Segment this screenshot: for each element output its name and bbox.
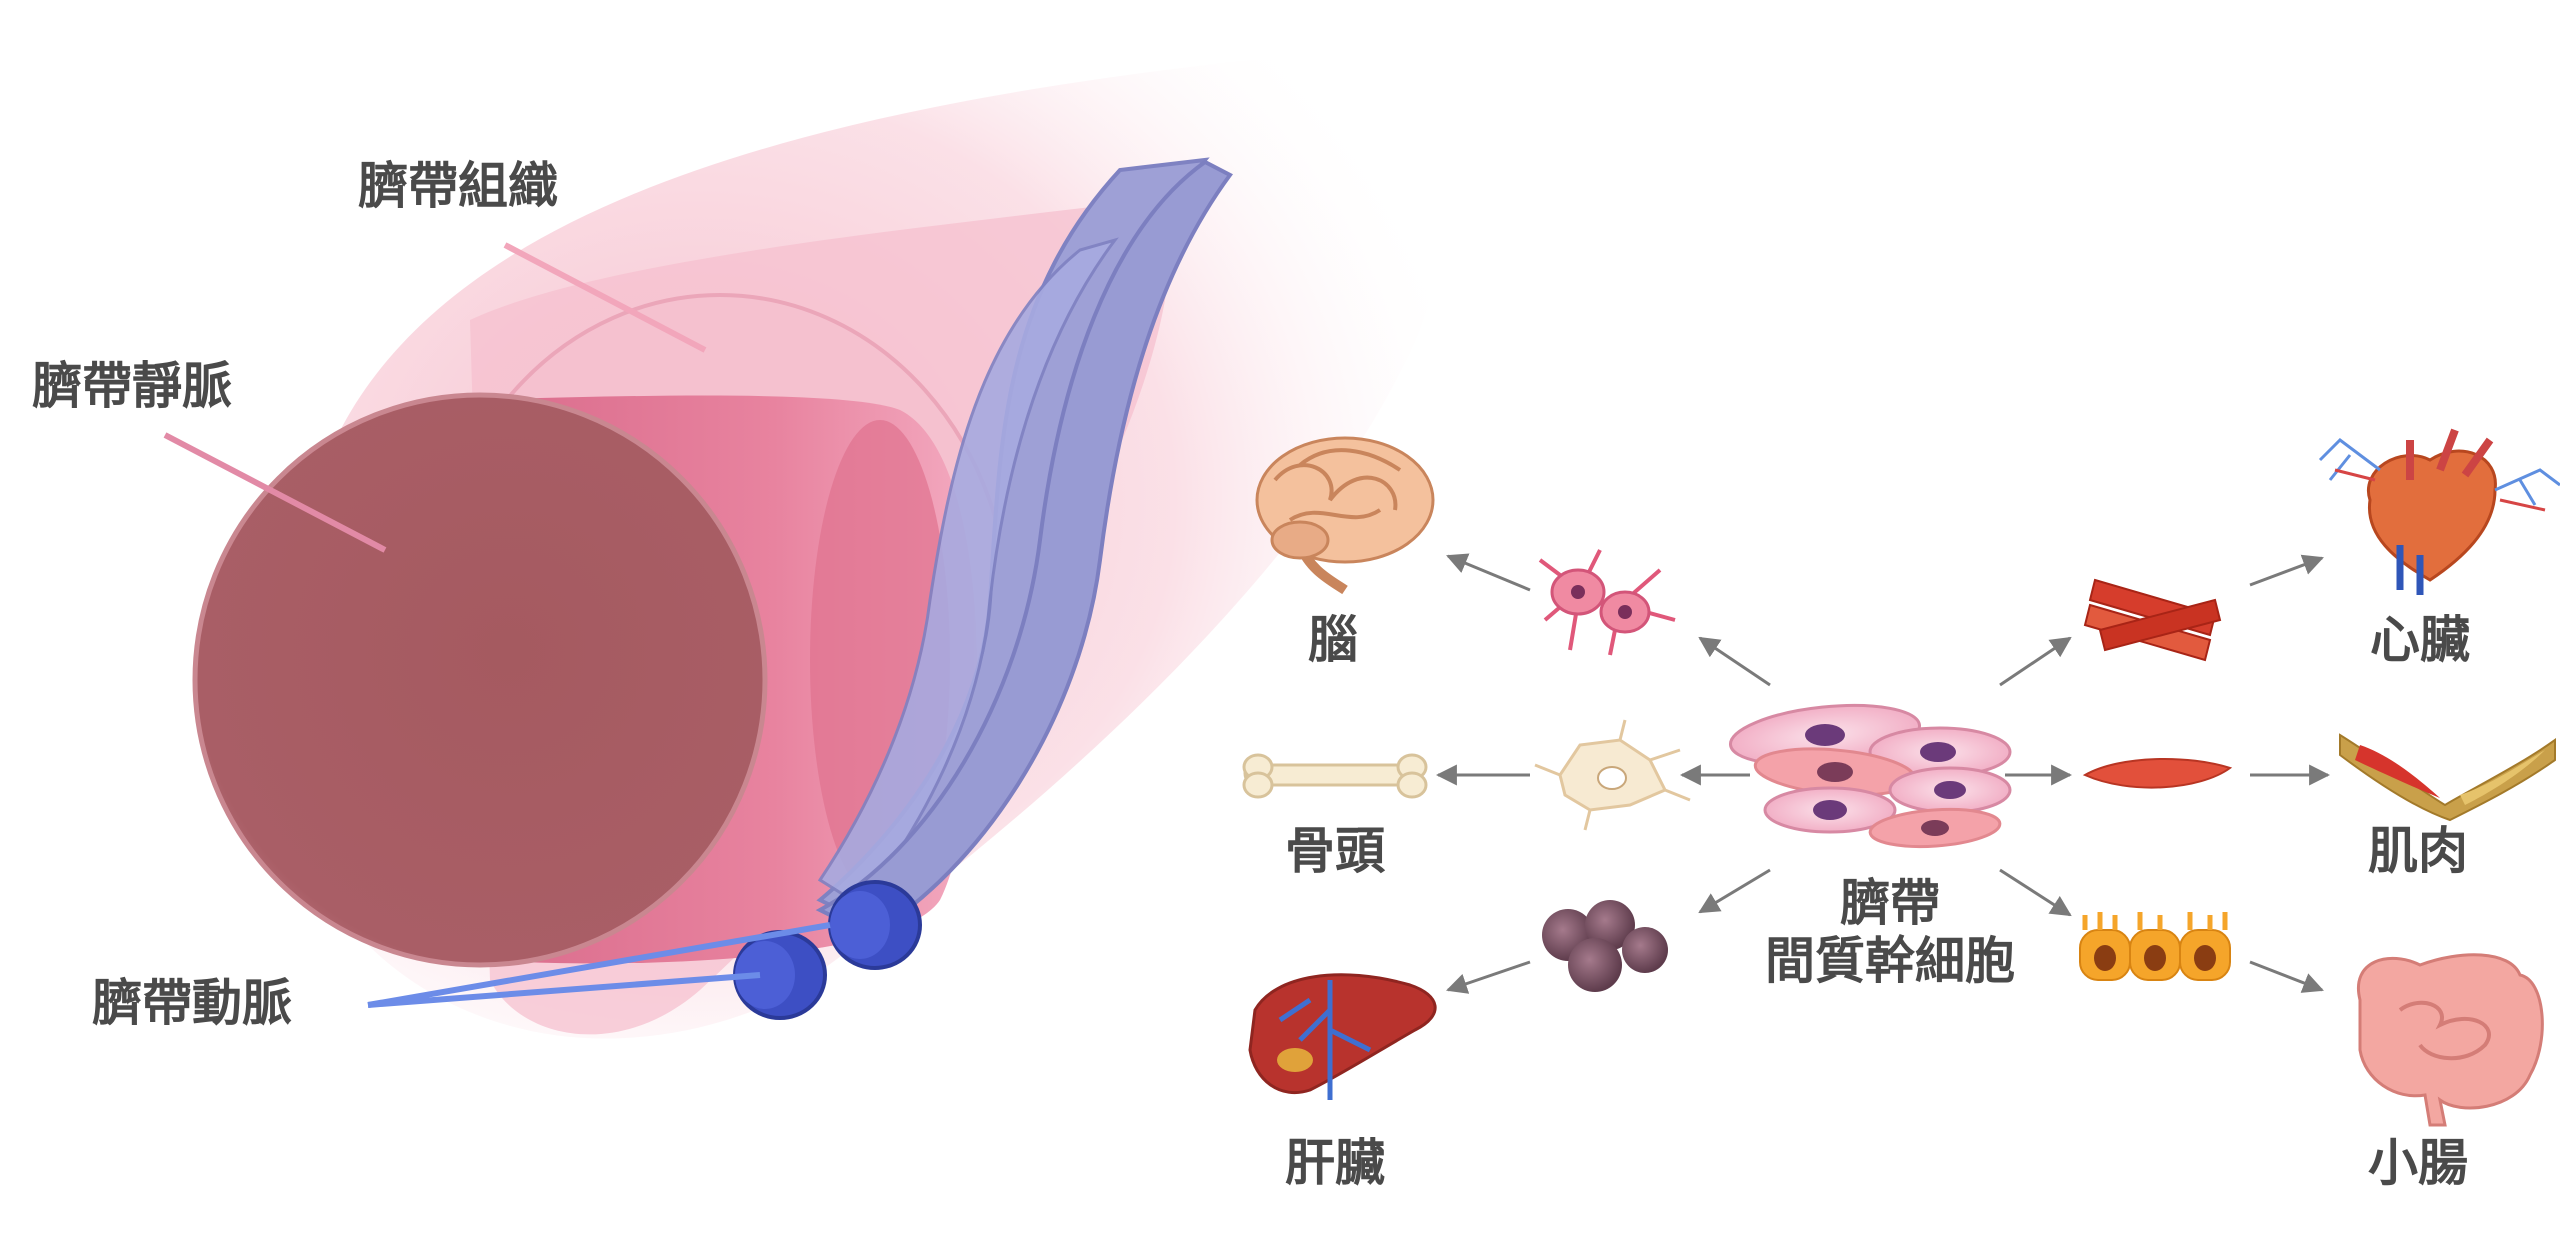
liver-label: 肝臟 bbox=[1285, 1134, 1385, 1192]
stem-cell-nucleus bbox=[1920, 742, 1956, 762]
heart-illustration bbox=[2318, 428, 2560, 595]
msc-label: 臍帶 間質幹細胞 bbox=[1745, 874, 2035, 990]
brain-label: 腦 bbox=[1308, 611, 1358, 669]
intestine-illustration bbox=[2356, 953, 2544, 1127]
stem-cell-nucleus bbox=[1934, 781, 1966, 799]
arrow-to-liver bbox=[1446, 960, 1531, 994]
stem-cell-cluster bbox=[1728, 703, 2012, 849]
msc-label-line-1: 臍帶 bbox=[1840, 874, 1940, 932]
myocyte-cell bbox=[2082, 757, 2233, 789]
muscle-illustration bbox=[2339, 733, 2556, 822]
vein-leader-line bbox=[163, 432, 387, 553]
arrow-to-heart bbox=[2249, 554, 2324, 587]
muscle-label: 肌肉 bbox=[2368, 822, 2468, 880]
artery-leader-line-2 bbox=[367, 972, 761, 1008]
artery-end-1-inner bbox=[830, 891, 890, 959]
stem-cell-nucleus bbox=[1921, 820, 1949, 836]
artery-leader-line-1 bbox=[367, 922, 831, 1008]
msc-label-line-2: 間質幹細胞 bbox=[1765, 931, 2015, 990]
arrow-to-hepatocyte bbox=[1698, 868, 1771, 914]
arrow-to-brain bbox=[1446, 553, 1531, 592]
hepatocyte-cells bbox=[1542, 900, 1668, 992]
umbilical-cord bbox=[192, 59, 1438, 1039]
intestine-label: 小腸 bbox=[2368, 1134, 2468, 1192]
umbilical-vein-label: 臍帶靜脈 bbox=[32, 357, 232, 415]
tissue-leader-line bbox=[503, 242, 707, 353]
arrow-to-intestine bbox=[2249, 960, 2324, 993]
osteocyte-cell bbox=[1534, 719, 1691, 831]
artery-end-2-inner bbox=[735, 941, 795, 1009]
stem-cell-nucleus bbox=[1813, 800, 1847, 820]
stem-cell-nucleus bbox=[1817, 762, 1853, 782]
arrow-to-cardiomyocyte bbox=[1999, 636, 2072, 687]
differentiation-arrows bbox=[1435, 553, 2331, 994]
umbilical-tissue-label: 臍帶組織 bbox=[358, 157, 558, 215]
heart-label: 心臟 bbox=[2370, 611, 2470, 669]
neuron-cells bbox=[1538, 549, 1676, 656]
enterocyte-cells bbox=[2079, 912, 2231, 981]
liver-illustration bbox=[1248, 973, 1437, 1100]
arrow-to-neuron bbox=[1698, 636, 1771, 687]
cardiomyocyte-cells bbox=[2083, 578, 2222, 662]
bone-label: 骨頭 bbox=[1285, 822, 1385, 880]
umbilical-artery-label: 臍帶動脈 bbox=[92, 974, 292, 1032]
arrow-to-enterocyte bbox=[1999, 868, 2072, 917]
bone-illustration bbox=[1242, 753, 1428, 799]
brain-illustration bbox=[1255, 436, 1435, 595]
stem-cell-nucleus bbox=[1805, 724, 1845, 746]
vein-lumen bbox=[192, 392, 768, 968]
